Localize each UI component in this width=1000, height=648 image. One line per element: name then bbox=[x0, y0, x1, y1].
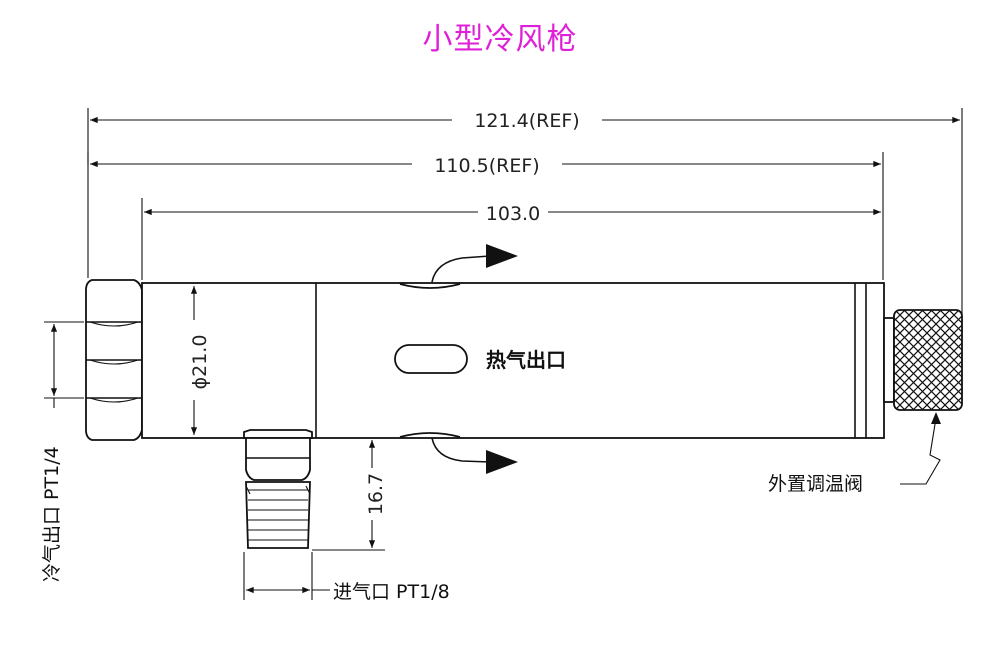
knob-callout: 外置调温阀 bbox=[768, 412, 941, 495]
hot-outlet-slot bbox=[394, 344, 468, 374]
air-inlet-fitting bbox=[243, 429, 313, 549]
dim-diameter: ϕ21.0 bbox=[186, 286, 211, 435]
temp-knob-label: 外置调温阀 bbox=[768, 473, 863, 495]
dim-overall-ref-label: 121.4(REF) bbox=[474, 110, 579, 132]
hot-air-arrow-down bbox=[431, 437, 518, 474]
air-inlet-label: 进气口 PT1/8 bbox=[333, 581, 450, 603]
main-body-tube bbox=[141, 282, 885, 439]
dim-mid-ref-label: 110.5(REF) bbox=[434, 155, 539, 177]
temp-adjust-knob bbox=[883, 309, 963, 411]
extension-lines bbox=[87, 108, 963, 318]
cold-outlet-callout: 冷气出口 PT1/4 bbox=[41, 321, 84, 582]
hot-outlet-label: 热气出口 bbox=[486, 348, 566, 372]
diagram-title: 小型冷风枪 bbox=[422, 22, 578, 57]
dim-mid-ref: 110.5(REF) bbox=[90, 150, 882, 177]
dim-body-length-label: 103.0 bbox=[486, 203, 540, 225]
cold-outlet-label: 冷气出口 PT1/4 bbox=[41, 446, 63, 582]
hot-air-arrow-up bbox=[431, 244, 518, 283]
dim-body-length: 103.0 bbox=[144, 198, 882, 225]
inlet-width-callout: 进气口 PT1/8 bbox=[243, 552, 450, 603]
dim-diameter-label: ϕ21.0 bbox=[189, 335, 211, 390]
cold-outlet-nut bbox=[85, 279, 143, 441]
dim-inlet-height-label: 16.7 bbox=[365, 473, 387, 515]
dim-inlet-height: 16.7 bbox=[312, 437, 387, 551]
dim-overall-ref: 121.4(REF) bbox=[90, 106, 961, 132]
